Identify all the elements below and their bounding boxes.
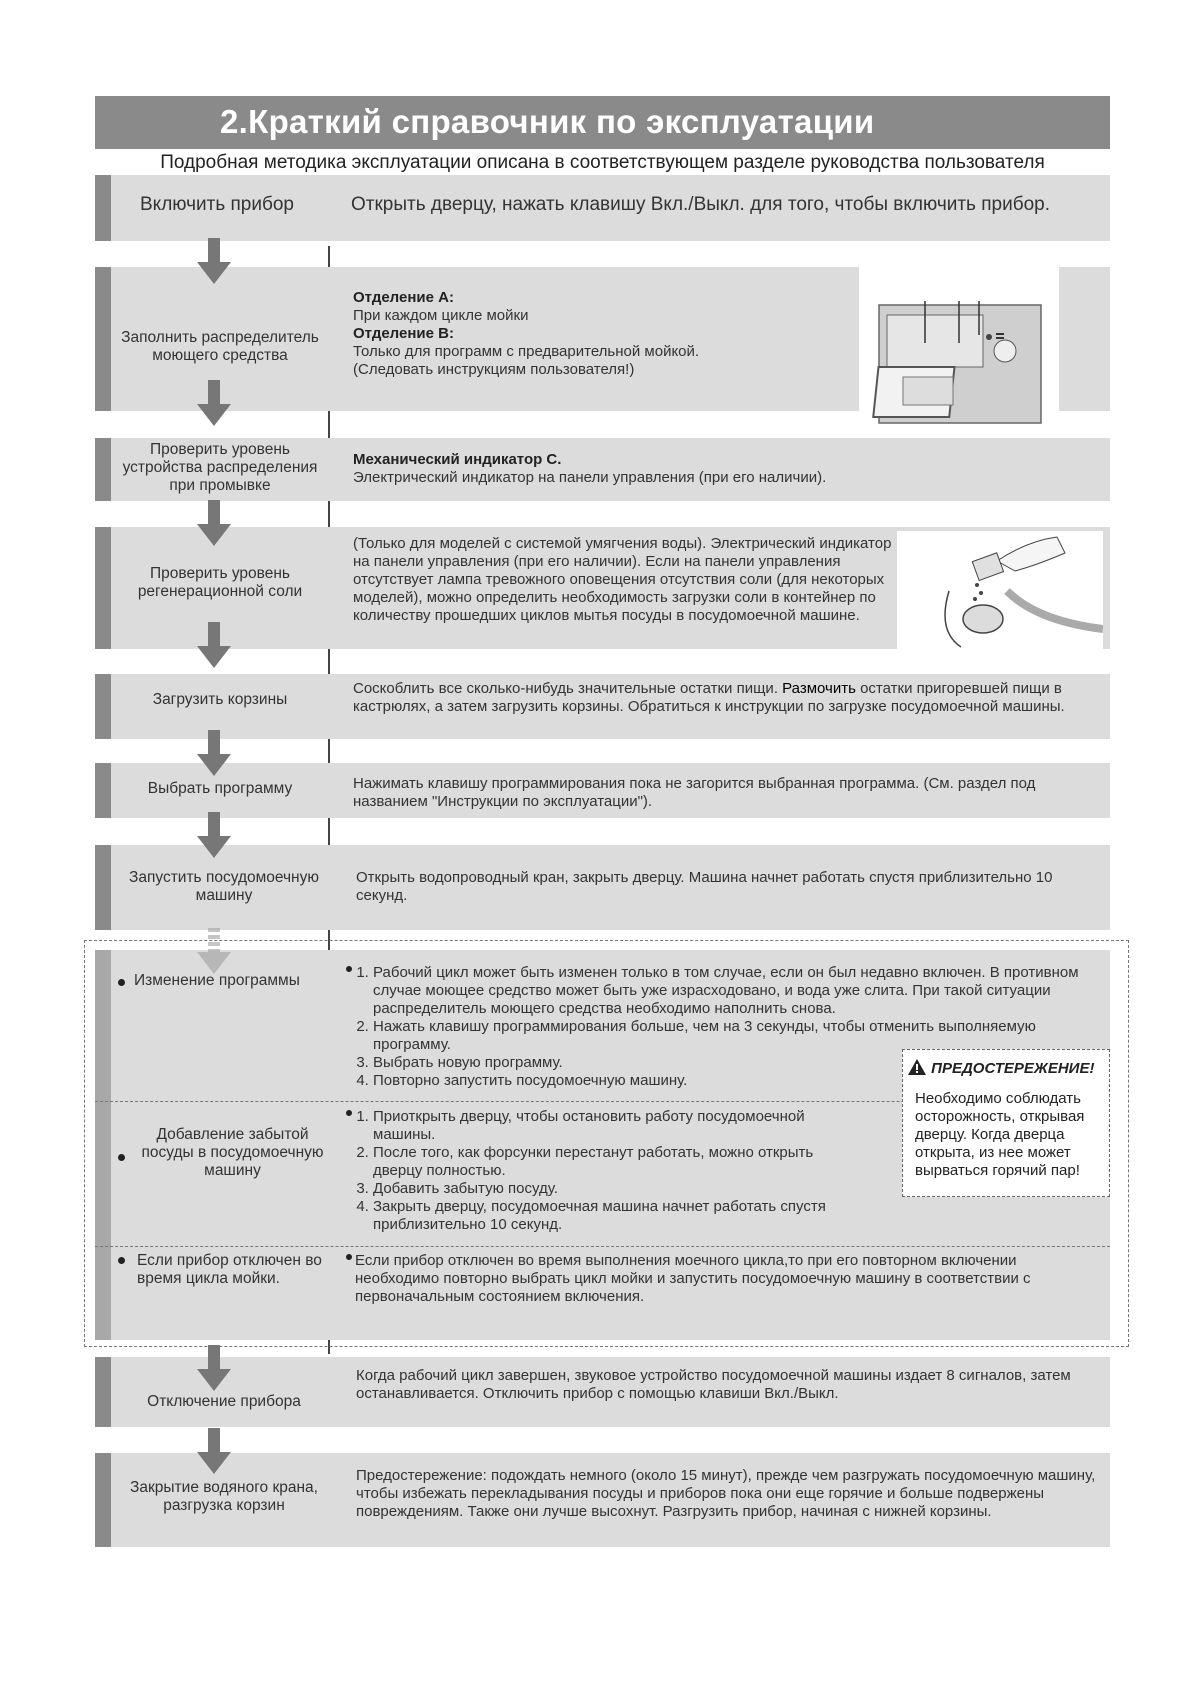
row-stripe [95, 438, 111, 501]
list-item: После того, как форсунки перестанут рабо… [373, 1144, 853, 1180]
step-text: Открыть дверцу, нажать клавишу Вкл./Выкл… [351, 196, 1101, 214]
warning-heading: ПРЕДОСТЕРЕЖЕНИЕ! [907, 1058, 1094, 1077]
down-arrow-icon [197, 928, 231, 974]
row-stripe [95, 1357, 111, 1427]
step-text: Открыть водопроводный кран, закрыть двер… [356, 869, 1086, 905]
step-detergent: Заполнить распределитель моющего средств… [95, 267, 1110, 411]
list-item: Закрыть дверцу, посудомоечная машина нач… [373, 1198, 853, 1234]
down-arrow-icon [197, 1345, 231, 1391]
warning-heading-text: ПРЕДОСТЕРЕЖЕНИЕ! [931, 1060, 1094, 1077]
add-label: Добавление забытой посуды в посудомоечну… [130, 1126, 335, 1180]
step-label: Выбрать программу [111, 780, 329, 798]
down-arrow-icon [197, 238, 231, 284]
add-list: Приоткрыть дверцу, чтобы остановить рабо… [353, 1108, 853, 1234]
row-stripe [95, 763, 111, 818]
step-text: Нажимать клавишу программирования пока н… [353, 775, 1103, 811]
bullet-icon [118, 1154, 125, 1161]
row-stripe [95, 845, 111, 930]
step-label: Закрытие водяного крана, разгрузка корзи… [111, 1479, 337, 1515]
step-text: (Только для моделей с системой умягчения… [353, 535, 893, 625]
compartment-a-title: Отделение А: [353, 289, 454, 306]
step-text: Механический индикатор C. Электрический … [353, 451, 1073, 487]
page-title: 2.Краткий справочник по эксплуатации [220, 103, 874, 141]
bullet-icon [346, 1254, 352, 1260]
down-arrow-icon [197, 500, 231, 546]
compartment-b-title: Отделение B: [353, 325, 454, 342]
warning-text: Необходимо соблюдать осторожность, откры… [915, 1090, 1105, 1180]
step-power-on: Включить прибор Открыть дверцу, нажать к… [95, 175, 1110, 241]
load-text-a: Соскоблить все сколько-нибудь значительн… [353, 680, 778, 697]
step-label: Проверить уровень регенерационной соли [111, 565, 329, 601]
bullet-icon [118, 1257, 125, 1264]
row-stripe [95, 1453, 111, 1547]
warning-icon [907, 1058, 927, 1076]
list-item: Приоткрыть дверцу, чтобы остановить рабо… [373, 1108, 853, 1144]
compartment-b-text: Только для программ с предварительной мо… [353, 343, 699, 360]
down-arrow-icon [197, 812, 231, 858]
title-bar: 2.Краткий справочник по эксплуатации [95, 96, 1110, 149]
bullet-icon [346, 1110, 352, 1116]
down-arrow-icon [197, 622, 231, 668]
detergent-note: (Следовать инструкциям пользователя!) [353, 361, 634, 378]
step-rinse: Проверить уровень устройства распределен… [95, 438, 1110, 501]
step-salt: Проверить уровень регенерационной соли (… [95, 527, 1110, 649]
rinse-text: Электрический индикатор на панели управл… [353, 469, 826, 486]
step-text: Отделение А: При каждом цикле мойки Отде… [353, 289, 873, 379]
step-label: Проверить уровень устройства распределен… [111, 441, 329, 495]
salt-container-image [897, 531, 1103, 649]
down-arrow-icon [197, 380, 231, 426]
row-stripe [95, 175, 111, 241]
step-text: Предостережение: подождать немного (окол… [356, 1467, 1096, 1521]
warning-box: ПРЕДОСТЕРЕЖЕНИЕ! Необходимо соблюдать ос… [902, 1049, 1110, 1197]
bullet-icon [118, 979, 125, 986]
rinse-title: Механический индикатор C. [353, 451, 561, 468]
list-item: Рабочий цикл может быть изменен только в… [373, 964, 1113, 1018]
step-text: Соскоблить все сколько-нибудь значительн… [353, 680, 1103, 716]
down-arrow-icon [197, 730, 231, 776]
detergent-dispenser-image [859, 267, 1059, 411]
compartment-a-text: При каждом цикле мойки [353, 307, 528, 324]
step-label: Включить прибор [111, 196, 323, 214]
row-stripe [95, 267, 111, 411]
step-text: Когда рабочий цикл завершен, звуковое ус… [356, 1367, 1096, 1403]
off-during-text: Если прибор отключен во время выполнения… [355, 1252, 1100, 1306]
group-divider [95, 1246, 1110, 1247]
page-subtitle: Подробная методика эксплуатации описана … [95, 152, 1110, 174]
step-label: Загрузить корзины [111, 691, 329, 709]
off-during-label: Если прибор отключен во время цикла мойк… [137, 1252, 327, 1288]
row-stripe [95, 527, 111, 649]
down-arrow-icon [197, 1428, 231, 1474]
step-unload: Закрытие водяного крана, разгрузка корзи… [95, 1453, 1110, 1547]
step-label: Запустить посудомоечную машину [111, 869, 337, 905]
row-stripe [95, 674, 111, 739]
step-switch-off: Отключение прибора Когда рабочий цикл за… [95, 1357, 1110, 1427]
step-program: Выбрать программу Нажимать клавишу прогр… [95, 763, 1110, 818]
step-label: Отключение прибора [111, 1393, 337, 1411]
load-text-b: Размочить [782, 680, 856, 697]
step-label: Заполнить распределитель моющего средств… [111, 329, 329, 365]
step-start: Запустить посудомоечную машину Открыть в… [95, 845, 1110, 930]
bullet-icon [346, 966, 352, 972]
list-item: Добавить забытую посуду. [373, 1180, 853, 1198]
step-load: Загрузить корзины Соскоблить все сколько… [95, 674, 1110, 739]
change-label: Изменение программы [134, 972, 334, 990]
